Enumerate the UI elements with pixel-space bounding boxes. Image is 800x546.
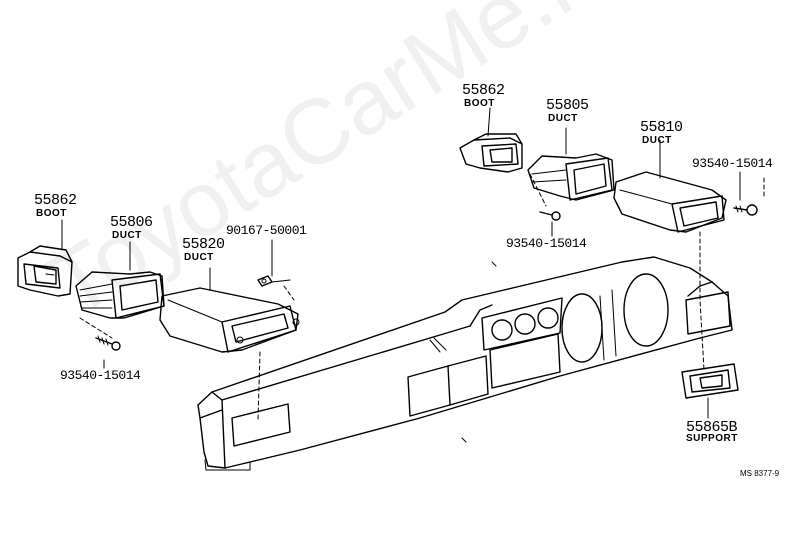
part-number-screw-far-right: 93540-15014 [692, 156, 773, 171]
part-name-duct-left: DUCT [112, 230, 142, 241]
screw-90167 [257, 275, 291, 287]
part-name-support: SUPPORT [686, 433, 738, 444]
support [681, 363, 739, 399]
boot-right [459, 133, 523, 173]
instrument-panel [197, 256, 733, 471]
part-number-screw-right-center: 93540-15014 [506, 236, 587, 251]
leader-lines [61, 107, 741, 419]
part-name-duct-right: DUCT [548, 113, 578, 124]
part-number-screw-90167: 90167-50001 [226, 223, 307, 238]
part-number-screw-left: 93540-15014 [60, 368, 141, 383]
part-number-boot-left: 55862 [34, 192, 77, 209]
screw-left [95, 335, 121, 351]
screw-far-right [733, 204, 758, 216]
part-number-duct-left: 55806 [110, 214, 153, 231]
part-number-duct-far-right: 55810 [640, 119, 683, 136]
duct-far-right [613, 171, 727, 233]
boot-left [17, 245, 73, 297]
part-name-boot-left: BOOT [36, 208, 67, 219]
screw-right-center [539, 211, 561, 221]
part-number-support: 55865B [686, 419, 738, 436]
duct-right [527, 153, 615, 201]
part-name-boot-right: BOOT [464, 98, 495, 109]
duct-left [75, 271, 165, 319]
figure-code: MS 8377-9 [740, 469, 780, 478]
part-number-duct-right: 55805 [546, 97, 589, 114]
dashed-guides [79, 173, 765, 421]
part-name-duct-far-right: DUCT [642, 135, 672, 146]
part-number-boot-right: 55862 [462, 82, 505, 99]
part-name-duct-center: DUCT [184, 252, 214, 263]
duct-center [159, 287, 300, 353]
part-number-duct-center: 55820 [182, 236, 225, 253]
